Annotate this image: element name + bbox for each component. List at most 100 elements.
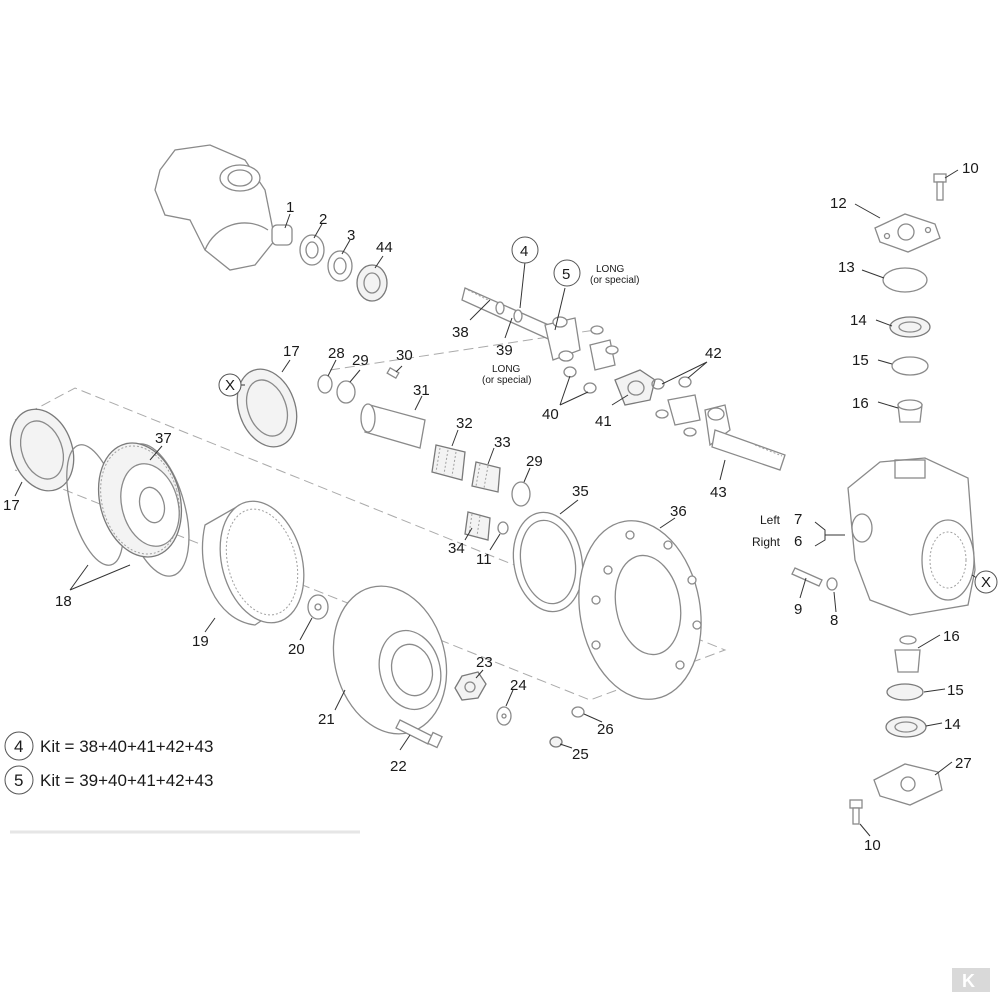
callout-11: 11 (476, 551, 492, 568)
washer-20 (307, 594, 329, 620)
callout-30: 30 (396, 347, 413, 364)
planet-carrier-37 (97, 442, 183, 558)
callout-14-top: 14 (850, 312, 867, 329)
bush-1 (271, 224, 293, 246)
cross-joint-41 (544, 316, 701, 437)
callout-26: 26 (597, 721, 614, 738)
king-pin-16-bottom (894, 635, 921, 673)
bolt-10-top (933, 173, 947, 201)
plug-25 (549, 736, 563, 748)
callout-1: 1 (286, 199, 294, 216)
stud-22 (395, 719, 443, 749)
callout-4-circle (511, 236, 539, 264)
note-long-top: LONG (596, 264, 625, 275)
seal-3 (327, 250, 353, 282)
callout-44: 44 (376, 239, 393, 256)
callout-10-top: 10 (962, 160, 979, 177)
callout-labels: 1 2 3 44 4 5 LONG (or special) 38 39 LON… (3, 160, 998, 854)
steering-knuckle (154, 144, 276, 271)
callout-13: 13 (838, 259, 855, 276)
callout-x-left: X (225, 377, 235, 394)
callout-5-circle (553, 259, 581, 287)
kit-5-circle (4, 765, 34, 795)
washer-11 (497, 521, 509, 535)
note-special-top: (or special) (590, 275, 639, 286)
note-left: Left (760, 513, 781, 527)
axle-housing (847, 457, 976, 616)
callout-43: 43 (710, 484, 727, 501)
wheel-hub-36 (578, 520, 702, 700)
nut-23 (454, 671, 487, 701)
needle-bearing-32 (431, 444, 466, 481)
washer-28 (317, 374, 333, 394)
callout-4: 4 (520, 243, 528, 260)
callout-28: 28 (328, 345, 345, 362)
callout-40: 40 (542, 406, 559, 423)
callout-9: 9 (794, 601, 802, 618)
callout-33: 33 (494, 434, 511, 451)
note-special-mid: (or special) (482, 375, 531, 386)
leader-lines (14, 169, 981, 837)
callout-18: 18 (55, 593, 72, 610)
washer-24 (496, 706, 512, 726)
axle-shaft-38-39 (461, 287, 561, 343)
callout-32: 32 (456, 415, 473, 432)
ring-gear-19 (201, 500, 305, 626)
cap-12 (874, 213, 941, 253)
kit-5-number: 5 (14, 771, 23, 790)
callout-27: 27 (955, 755, 972, 772)
planetary-cover-21 (332, 585, 448, 735)
kit-legend: 4 Kit = 38+40+41+42+43 5 Kit = 39+40+41+… (4, 731, 213, 795)
callout-29-b: 29 (526, 453, 543, 470)
callout-34: 34 (448, 540, 465, 557)
callout-21: 21 (318, 711, 335, 728)
kit-4-text: Kit = 38+40+41+42+43 (40, 737, 213, 756)
callout-41: 41 (595, 413, 612, 430)
bolt-10-bottom (849, 799, 863, 825)
callout-36: 36 (670, 503, 687, 520)
callout-20: 20 (288, 641, 305, 658)
shim-13 (882, 267, 928, 293)
callout-x-right-circle (974, 570, 998, 594)
seal-2 (299, 234, 325, 266)
note-right: Right (752, 535, 781, 549)
callout-31: 31 (413, 382, 430, 399)
callout-8: 8 (830, 612, 838, 629)
callout-12: 12 (830, 195, 847, 212)
callout-22: 22 (390, 758, 407, 775)
callout-16-top: 16 (852, 395, 869, 412)
callout-5: 5 (562, 266, 570, 283)
callout-23: 23 (476, 654, 493, 671)
callout-14-bottom: 14 (944, 716, 961, 733)
circlips-40-42 (563, 366, 692, 394)
bearing-17-left (9, 408, 75, 492)
washer-29-b (511, 481, 531, 507)
callout-x-left-circle (218, 373, 242, 397)
bearing-14-top (889, 316, 931, 338)
note-long-mid: LONG (492, 364, 521, 375)
bearing-44 (356, 264, 388, 302)
callout-25: 25 (572, 746, 589, 763)
callout-2: 2 (319, 211, 327, 228)
brand-logo-letter: K (962, 971, 975, 991)
needle-bearing-33 (471, 461, 501, 493)
callout-29-a: 29 (352, 352, 369, 369)
seal-15-top (891, 356, 929, 376)
callout-16-bottom: 16 (943, 628, 960, 645)
oring-26 (571, 706, 585, 718)
callout-38: 38 (452, 324, 469, 341)
bearing-14-bottom (885, 716, 927, 738)
stub-shaft-43 (704, 404, 786, 471)
callout-7: 7 (794, 511, 802, 528)
kit-5-text: Kit = 39+40+41+42+43 (40, 771, 213, 790)
needle-bearing-34 (464, 511, 491, 541)
callout-17-upper: 17 (283, 343, 300, 360)
king-pin-16-top (897, 399, 923, 423)
callout-10-bottom: 10 (864, 837, 881, 854)
callout-3: 3 (347, 227, 355, 244)
callout-39: 39 (496, 342, 513, 359)
callout-x-right: X (981, 574, 991, 591)
callout-19: 19 (192, 633, 209, 650)
callout-15-top: 15 (852, 352, 869, 369)
